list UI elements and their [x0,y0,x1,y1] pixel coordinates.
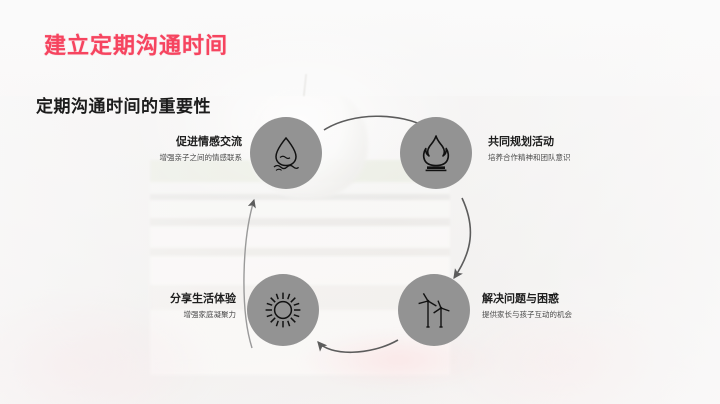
node-label-2-title: 共同规划活动 [488,136,554,148]
node-label-2: 共同规划活动 培养合作精神和团队意识 [488,136,700,163]
water-drop-icon [273,136,300,171]
section-subtitle: 定期沟通时间的重要性 [36,97,211,116]
node-label-1: 促进情感交流 增强亲子之间的情感联系 [30,136,243,163]
node-label-4-desc: 增强家庭凝聚力 [183,309,237,319]
wind-turbine-icon [418,293,450,328]
node-label-3-title: 解决问题与困惑 [482,293,559,305]
background-top-wash [0,0,720,96]
node-circle-1[interactable] [250,117,322,189]
node-label-2-desc: 培养合作精神和团队意识 [488,152,571,162]
node-label-4: 分享生活体验 增强家庭凝聚力 [24,293,236,320]
node-label-1-desc: 增强亲子之间的情感联系 [159,152,243,162]
node-label-3-desc: 提供家长与孩子互动的机会 [482,309,572,319]
flame-icon [422,135,450,172]
node-circle-2[interactable] [400,117,472,189]
node-label-1-title: 促进情感交流 [176,136,242,148]
node-circle-4[interactable] [247,274,319,346]
node-label-3: 解决问题与困惑 提供家长与孩子互动的机会 [482,293,694,320]
sun-icon [265,292,301,328]
node-label-4-title: 分享生活体验 [170,293,236,305]
node-circle-3[interactable] [398,274,470,346]
page-title: 建立定期沟通时间 [44,33,229,58]
